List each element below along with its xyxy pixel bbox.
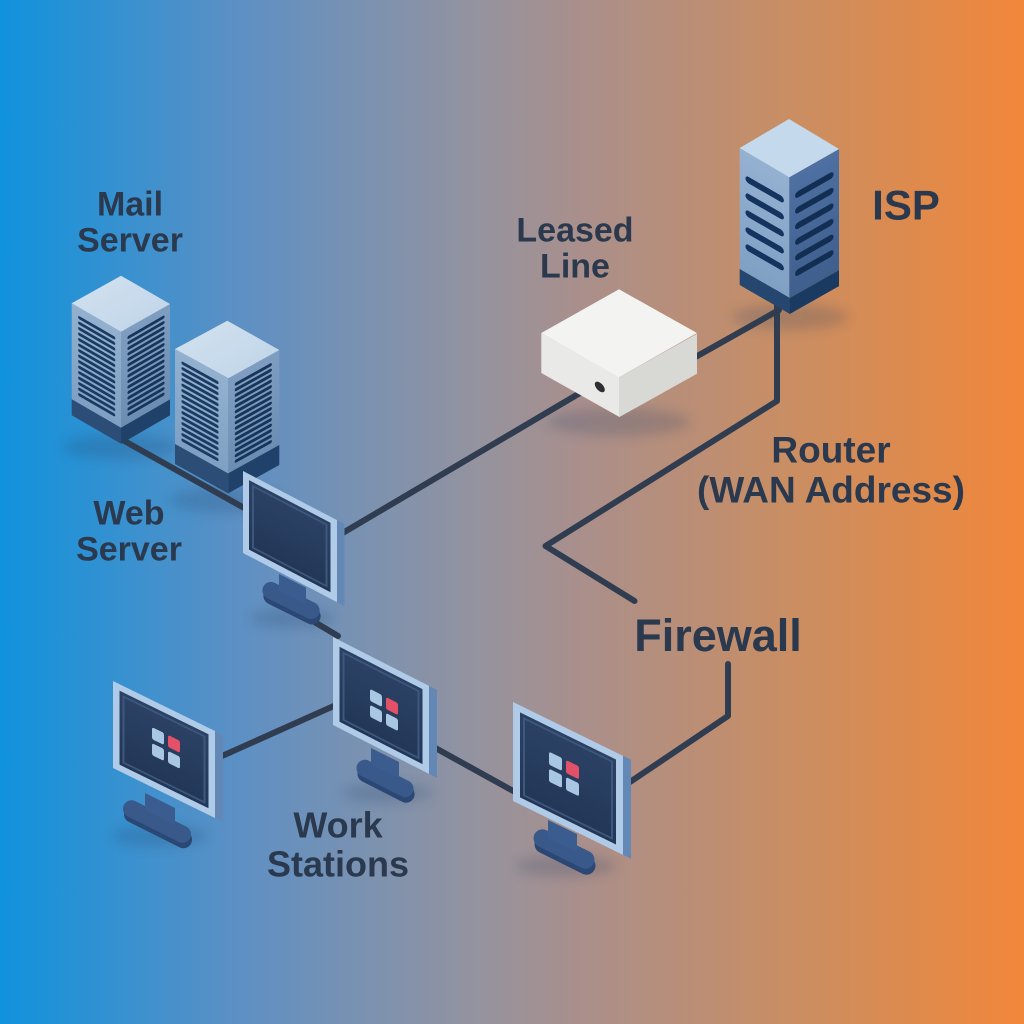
windows-icon (370, 689, 398, 731)
isp-label-text: ISP (872, 181, 940, 229)
workstation2-icon (333, 637, 437, 803)
web-server-label: Web Server (76, 494, 182, 569)
router-wan-label: Router (WAN Address) (697, 430, 965, 509)
line-firewall-to-workstation3 (627, 661, 731, 785)
isp-label: ISP (872, 181, 940, 229)
mail-server-label-line2: Server (77, 222, 183, 260)
mail-server-label-line1: Mail (96, 185, 164, 224)
router-wan-label-line2: (WAN Address) (697, 469, 965, 510)
workstation3-icon (513, 702, 631, 875)
workstation1-icon (113, 681, 223, 849)
router-wan-label-line1: Router (771, 429, 891, 471)
line-lan-to-leased (338, 390, 583, 537)
connection-lines (109, 289, 782, 795)
leased-line-modem-icon (541, 289, 697, 418)
firewall-label: Firewall (634, 609, 802, 661)
leased-line-label-line1: Leased (516, 211, 634, 250)
isp-server-icon (739, 119, 839, 315)
lan-monitor-icon (243, 471, 345, 625)
windows-icon (549, 752, 579, 796)
line-workstation2-to-workstation3 (427, 742, 518, 795)
leased-line-label: Leased Line (516, 211, 634, 286)
mail-server-label: Mail Server (77, 185, 183, 260)
web-server-label-line2: Server (76, 531, 182, 569)
leased-line-label-line2: Line (540, 248, 610, 286)
workstations-label: Work Stations (267, 806, 409, 883)
line-workstation1-to-workstation2 (219, 702, 339, 759)
firewall-label-text: Firewall (634, 609, 802, 661)
web-server-icon (175, 320, 280, 494)
workstations-label-line2: Stations (266, 843, 410, 884)
web-server-label-line1: Web (93, 494, 165, 533)
mail-server-icon (71, 275, 170, 444)
line-isp-to-firewall (542, 289, 780, 604)
workstations-label-line1: Work (293, 804, 383, 846)
windows-icon (152, 727, 180, 769)
line-mail-to-lan (109, 431, 249, 512)
